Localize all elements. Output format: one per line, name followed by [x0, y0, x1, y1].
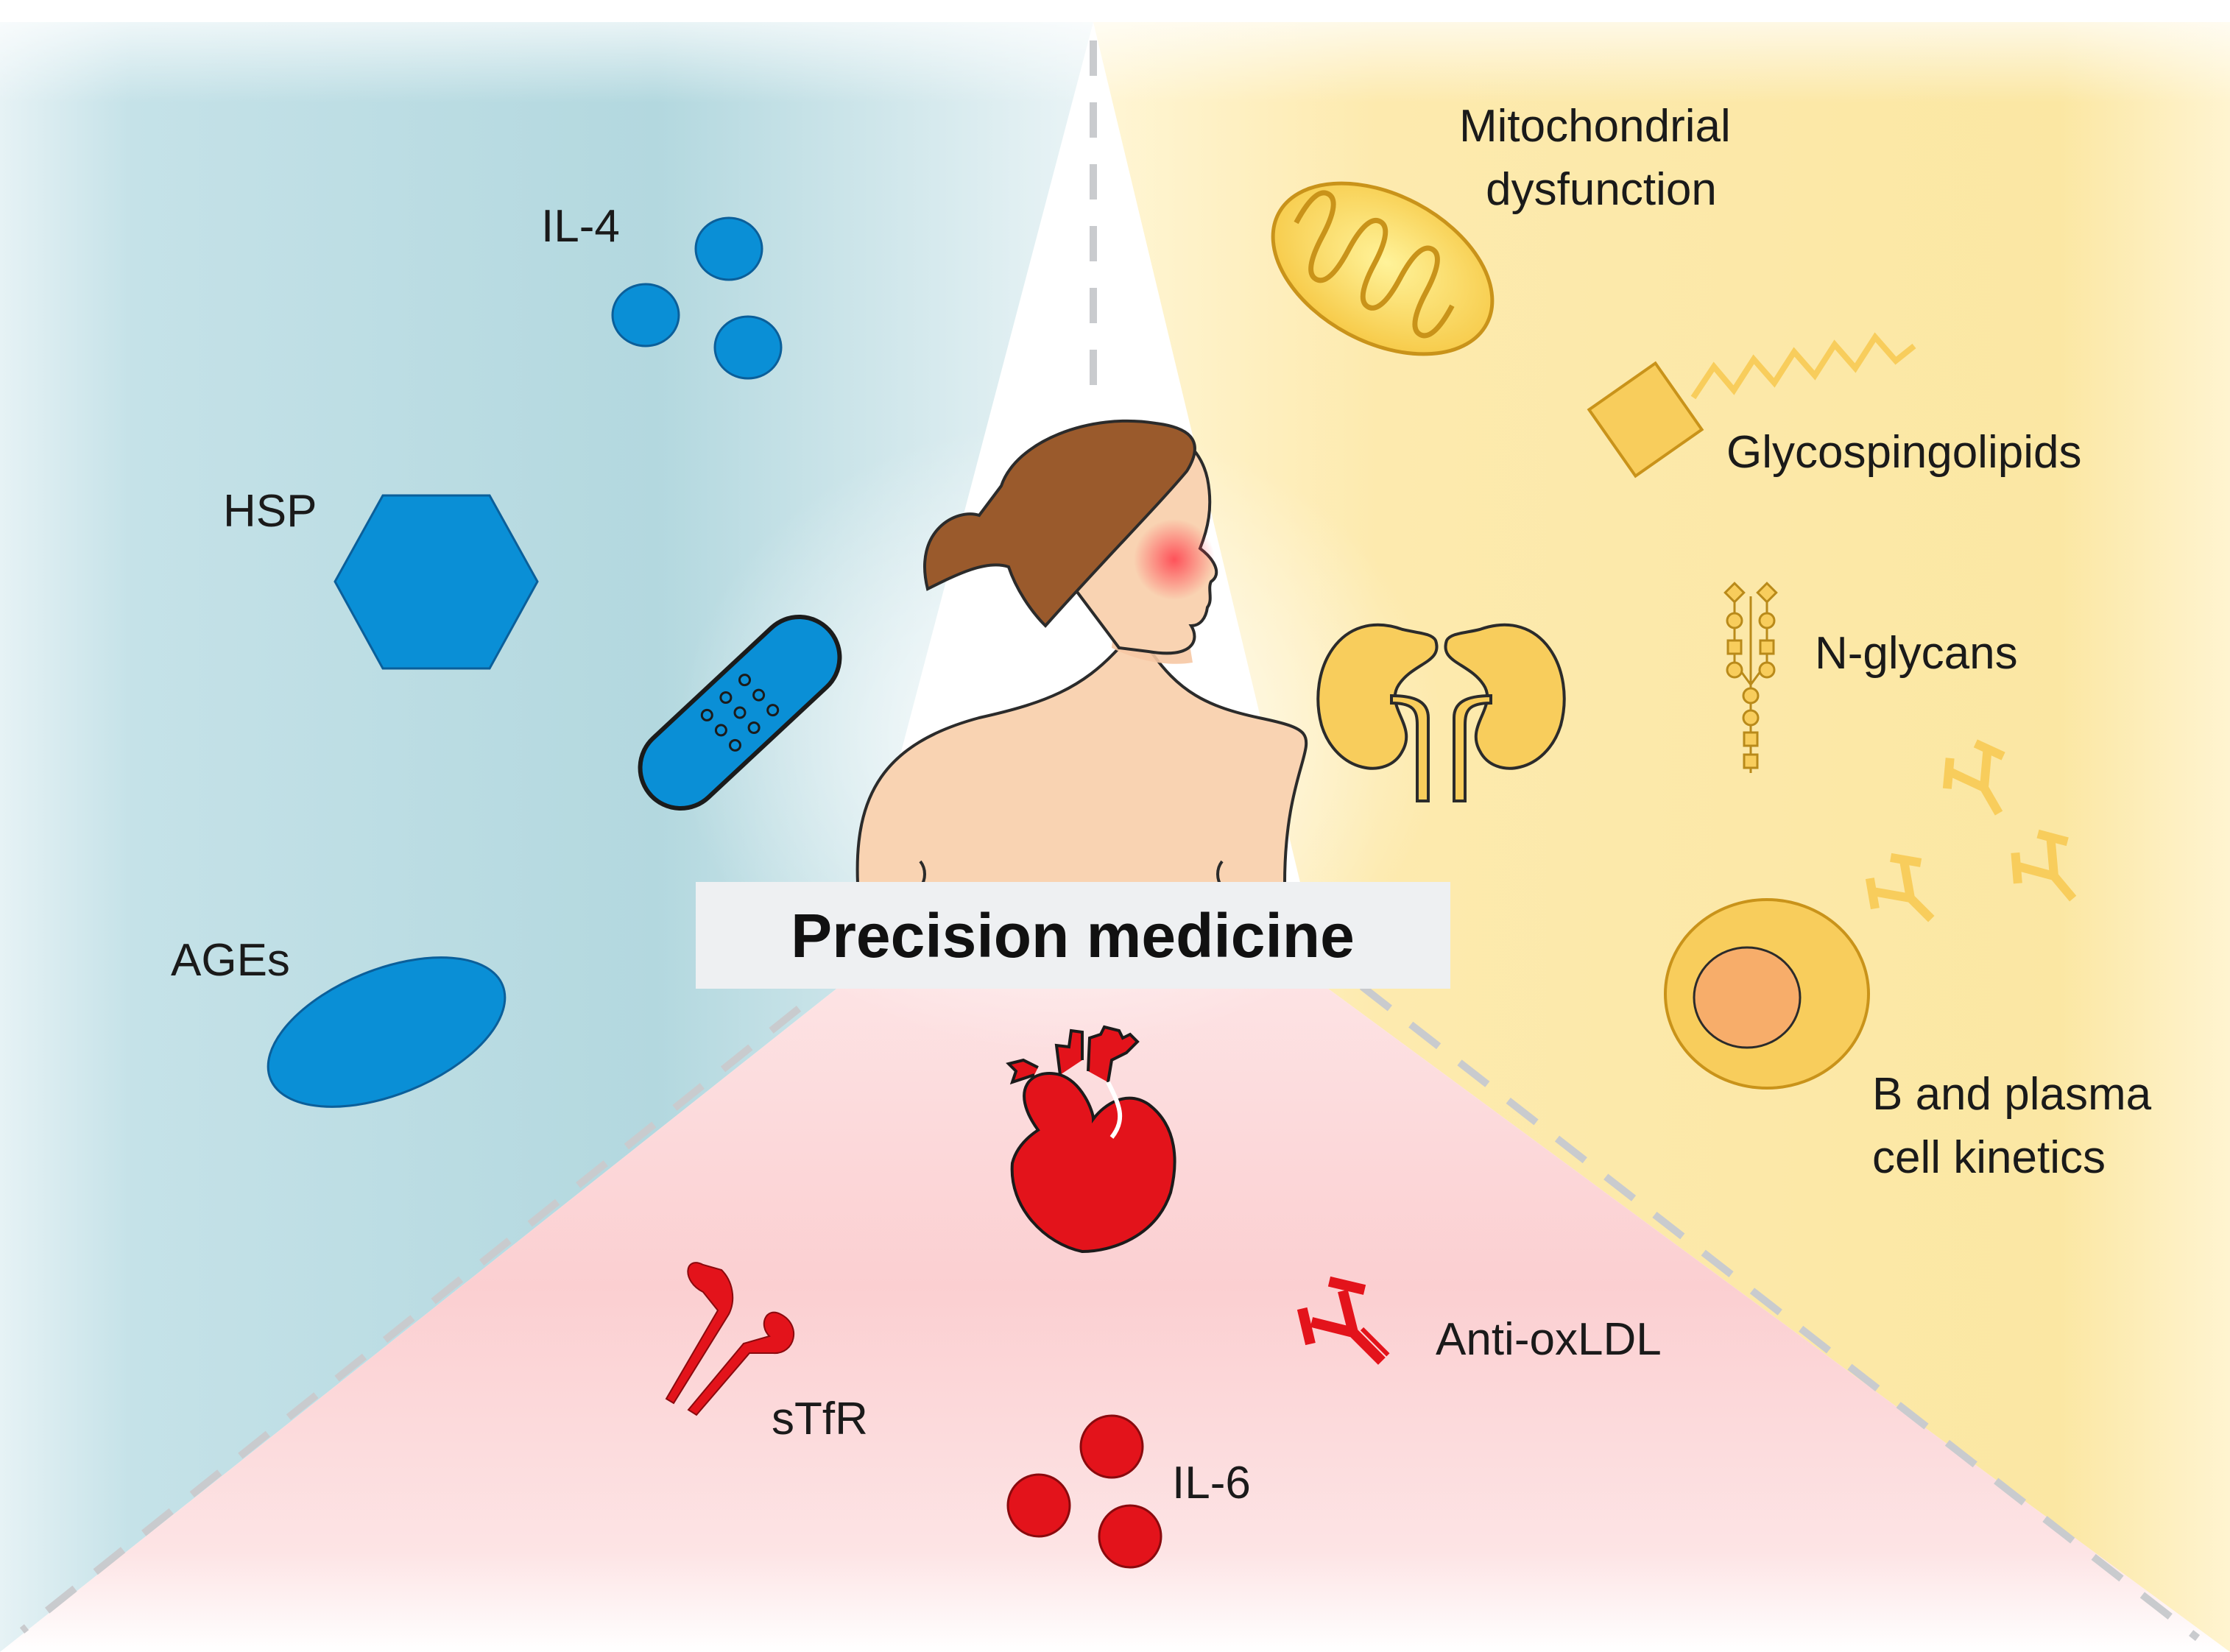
title: Precision medicine	[791, 901, 1355, 970]
heart-item	[1006, 1025, 1176, 1254]
il6-item: IL-6	[1006, 1414, 1251, 1569]
divider-right	[1359, 984, 2201, 1641]
glycosphingolipid-item: Glycospingolipids	[1587, 332, 2081, 479]
hsp-label: HSP	[223, 486, 317, 537]
bottom-region	[0, 986, 2230, 1652]
n-glycan-label: N-glycans	[1815, 628, 2018, 679]
mitochondrion-icon	[1271, 181, 1495, 356]
left-region	[0, 22, 1093, 1652]
title-box: Precision medicine	[696, 882, 1450, 989]
bandage-icon	[638, 614, 842, 811]
heart-icon	[1006, 1025, 1176, 1254]
stfr-item: sTfR	[665, 1262, 868, 1444]
anti-oxldl-label: Anti-oxLDL	[1436, 1314, 1662, 1365]
antibody-icon	[1865, 739, 2077, 922]
n-glycan-item: N-glycans	[1723, 582, 2018, 773]
bandage-item	[638, 614, 842, 811]
stfr-label: sTfR	[772, 1394, 868, 1444]
glycosphingolipid-label: Glycospingolipids	[1726, 427, 2081, 478]
b-cell-icon	[1664, 898, 1870, 1090]
b-cell-item: B and plasma cell kinetics	[1664, 739, 2164, 1183]
b-cell-label-line2: cell kinetics	[1872, 1132, 2106, 1183]
ellipse-icon	[267, 956, 507, 1108]
mitochondria-label-line1: Mitochondrial	[1459, 101, 1731, 152]
person-illustration	[855, 419, 1308, 889]
il4-label: IL-4	[541, 201, 620, 252]
b-cell-label: B and plasma cell kinetics	[1872, 1069, 2164, 1183]
mitochondria-item: Mitochondrial dysfunction	[1271, 101, 1743, 356]
il4-item: IL-4	[541, 201, 783, 380]
kidney-item	[1316, 623, 1566, 802]
mitochondria-label: Mitochondrial dysfunction	[1459, 101, 1743, 215]
cheek-blush	[1134, 519, 1215, 600]
mitochondria-label-line2: dysfunction	[1486, 164, 1717, 215]
n-glycan-icon	[1723, 582, 1778, 773]
hexagon-icon	[334, 494, 539, 670]
ages-label: AGEs	[171, 935, 290, 986]
antibody-icon	[1296, 1276, 1390, 1365]
glycosphingolipid-icon	[1587, 332, 1916, 479]
il6-label: IL-6	[1172, 1458, 1251, 1508]
divider-left	[19, 1006, 802, 1634]
anti-oxldl-item: Anti-oxLDL	[1296, 1276, 1662, 1365]
hsp-item: HSP	[223, 486, 539, 670]
person-hair	[923, 419, 1196, 628]
ages-item: AGEs	[171, 935, 507, 1108]
right-region	[1093, 22, 2230, 1652]
cytokine-dots-icon	[1006, 1414, 1162, 1569]
cytokine-dots-icon	[611, 216, 783, 380]
divider-lines	[19, 40, 2201, 1641]
transferrin-receptor-icon	[665, 1262, 794, 1416]
b-cell-label-line1: B and plasma	[1872, 1069, 2152, 1120]
kidney-icon	[1316, 623, 1566, 802]
